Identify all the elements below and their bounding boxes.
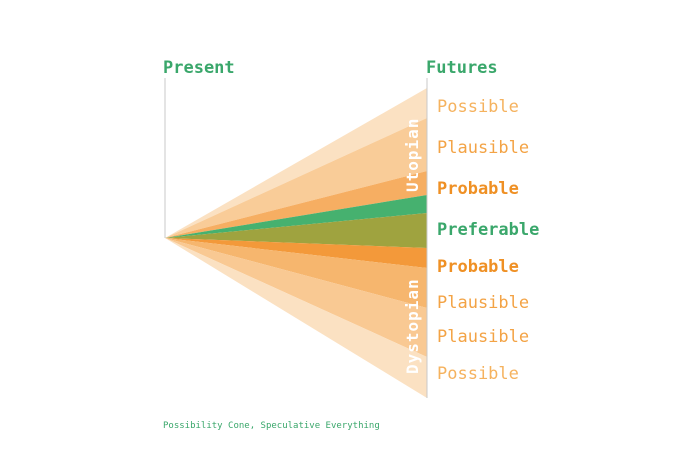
band-plausible-top xyxy=(165,118,427,238)
label-plausible-bottom-2: Plausible xyxy=(437,327,529,347)
caption: Possibility Cone, Speculative Everything xyxy=(163,421,380,431)
label-preferable-olive: Preferable xyxy=(437,220,539,240)
label-probable-bottom: Probable xyxy=(437,257,519,277)
utopian-label: Utopian xyxy=(403,118,422,192)
band-possible-top xyxy=(165,88,427,238)
cone xyxy=(165,88,427,398)
present-heading: Present xyxy=(163,58,235,78)
label-probable-top: Probable xyxy=(437,179,519,199)
label-plausible-bottom-1: Plausible xyxy=(437,293,529,313)
band-preferable-olive xyxy=(165,213,427,248)
dystopian-label: Dystopian xyxy=(403,278,422,374)
futures-heading: Futures xyxy=(426,58,498,78)
band-probable-top xyxy=(165,171,427,238)
label-plausible-top: Plausible xyxy=(437,138,529,158)
band-labels: PossiblePlausibleProbablePreferableProba… xyxy=(437,97,539,384)
band-possible-bottom xyxy=(165,238,427,398)
label-possible-bottom: Possible xyxy=(437,364,519,384)
band-preferable-green xyxy=(165,195,427,238)
label-possible-top: Possible xyxy=(437,97,519,117)
